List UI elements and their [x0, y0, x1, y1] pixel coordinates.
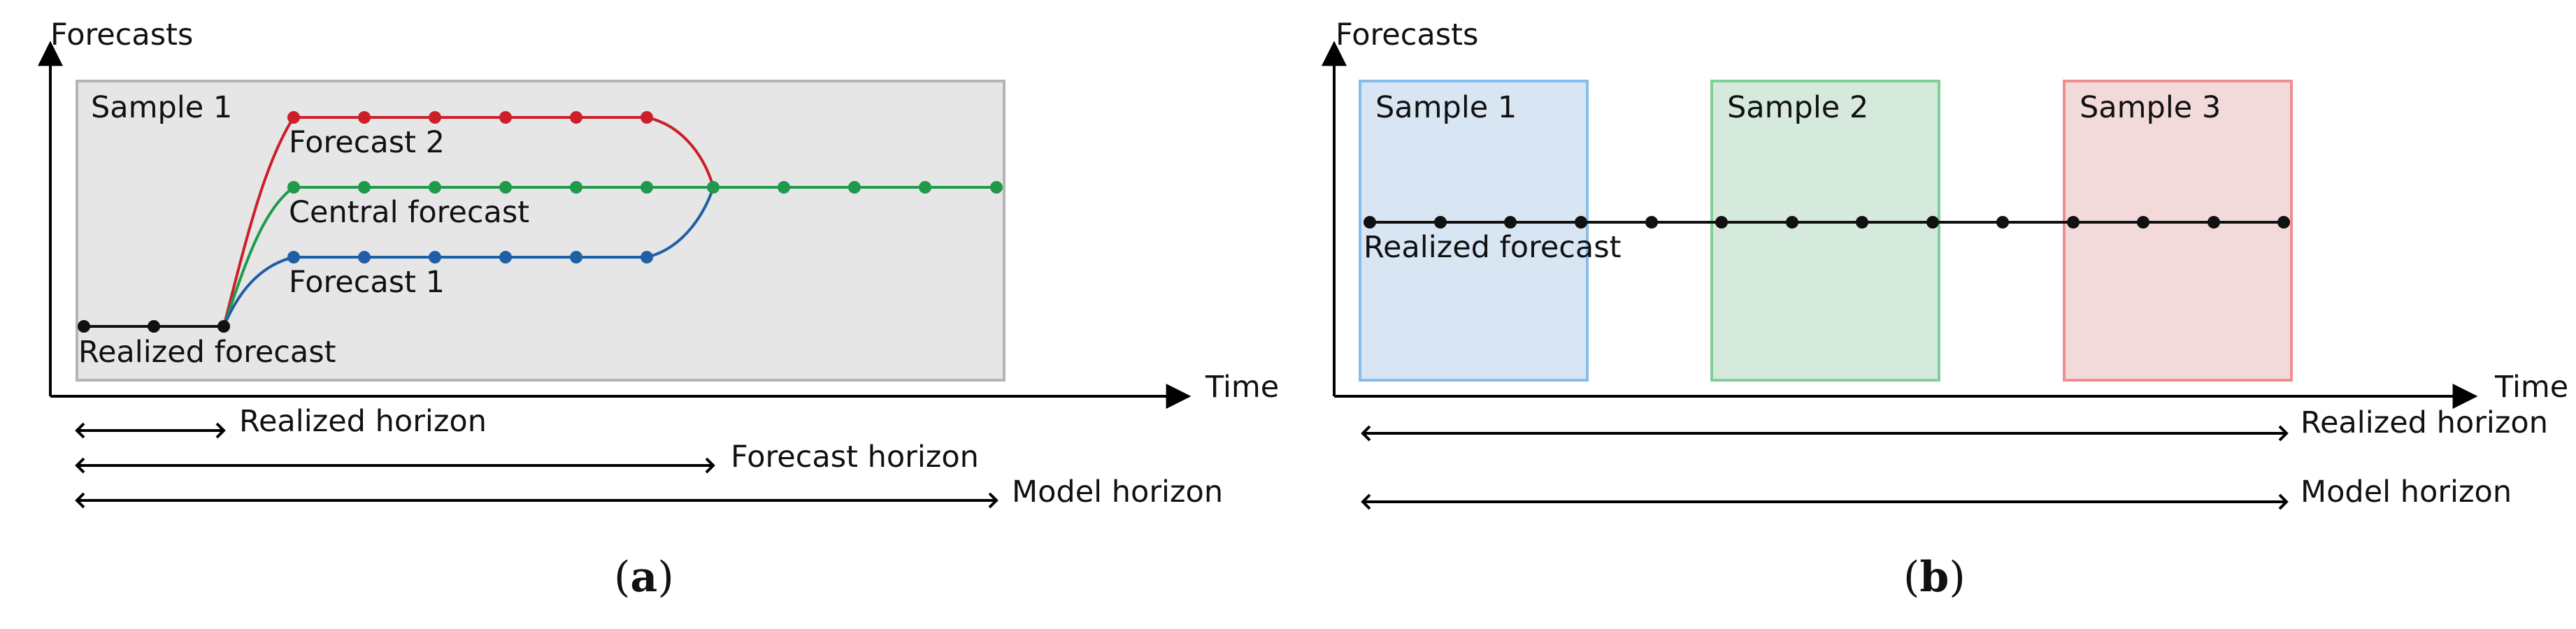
forecast2-points [287, 111, 653, 124]
caption-b: (b) [1903, 553, 1966, 602]
panel-b: Sample 1 Sample 2 Sample 3 Forecasts Tim… [1322, 17, 2568, 602]
model-horizon-label-b: Model horizon [2300, 475, 2512, 509]
realized-horizon-bracket-b [1361, 425, 2289, 442]
caption-b-letter: b [1919, 553, 1949, 602]
caption-a-letter: a [630, 553, 657, 602]
forecast2-line [222, 116, 715, 327]
central-forecast-line [222, 186, 996, 327]
caption-a-open: ( [614, 553, 630, 602]
horizon-brackets-a [75, 422, 999, 509]
model-horizon-bracket [75, 492, 999, 509]
forecast2-point [429, 111, 441, 124]
forecast1-point [570, 251, 582, 263]
sample-box-3 [2063, 80, 2293, 382]
sample-box-a [76, 80, 1006, 382]
central-point [778, 181, 790, 194]
realized-points-a [78, 320, 230, 333]
central-point [919, 181, 931, 194]
caption-b-open: ( [1903, 553, 1919, 602]
x-axis-label-a: Time [1205, 370, 1279, 405]
realized-point [1715, 216, 1728, 229]
sample-box-1 [1359, 80, 1589, 382]
central-forecast-label: Central forecast [289, 195, 529, 230]
horizon-brackets-b [1361, 425, 2289, 510]
forecast2-label: Forecast 2 [289, 125, 445, 160]
sample-label-2: Sample 2 [1727, 90, 1868, 125]
realized-point [1856, 216, 1868, 229]
forecast2-point [641, 111, 653, 124]
realized-points-b [1364, 216, 2290, 229]
realized-point [2137, 216, 2149, 229]
forecast1-point [358, 251, 371, 263]
realized-point [1786, 216, 1798, 229]
realized-point [1996, 216, 2009, 229]
realized-horizon-bracket [75, 422, 226, 439]
realized-point [1364, 216, 1376, 229]
central-point [990, 181, 1003, 194]
realized-point [1504, 216, 1517, 229]
y-axis-label-b: Forecasts [1336, 17, 1478, 52]
central-points [287, 181, 1003, 194]
forecast1-label: Forecast 1 [289, 265, 445, 300]
realized-horizon-label-a: Realized horizon [239, 404, 487, 439]
forecast1-point [287, 251, 300, 263]
model-horizon-label-a: Model horizon [1012, 475, 1223, 509]
caption-a-close: ) [657, 553, 673, 602]
x-axis-label-b: Time [2494, 370, 2568, 405]
realized-point [1926, 216, 1939, 229]
realized-point [1575, 216, 1587, 229]
central-point [358, 181, 371, 194]
realized-point [78, 320, 90, 333]
forecast2-point [570, 111, 582, 124]
realized-forecast-label-a: Realized forecast [78, 335, 336, 370]
realized-point [148, 320, 160, 333]
forecast1-point [641, 251, 653, 263]
realized-horizon-label-b: Realized horizon [2300, 405, 2548, 440]
realized-point [2277, 216, 2290, 229]
forecast-horizon-label: Forecast horizon [731, 440, 979, 475]
panel-a: Sample 1 Forecasts Time [38, 17, 1279, 602]
realized-forecast-label-b: Realized forecast [1364, 230, 1622, 265]
realized-point [217, 320, 230, 333]
caption-b-close: ) [1949, 553, 1965, 602]
realized-point [1645, 216, 1658, 229]
central-point [641, 181, 653, 194]
central-point [848, 181, 861, 194]
forecast2-point [287, 111, 300, 124]
realized-point [2208, 216, 2220, 229]
forecast2-point [499, 111, 512, 124]
sample-label-a: Sample 1 [91, 90, 232, 125]
realized-point [2067, 216, 2080, 229]
forecast-horizon-bracket [75, 457, 715, 474]
caption-a: (a) [614, 553, 674, 602]
realized-point [1434, 216, 1447, 229]
central-point [570, 181, 582, 194]
central-point [287, 181, 300, 194]
forecast1-point [429, 251, 441, 263]
y-axis-label-a: Forecasts [50, 17, 193, 52]
central-point [429, 181, 441, 194]
sample-label-3: Sample 3 [2080, 90, 2221, 125]
forecast1-point [499, 251, 512, 263]
central-point [499, 181, 512, 194]
sample-label-1: Sample 1 [1375, 90, 1517, 125]
forecast1-line [222, 187, 715, 327]
sample-box-2 [1710, 80, 1940, 382]
forecast1-points [287, 251, 653, 263]
forecast2-point [358, 111, 371, 124]
model-horizon-bracket-b [1361, 493, 2289, 510]
central-point [707, 181, 720, 194]
